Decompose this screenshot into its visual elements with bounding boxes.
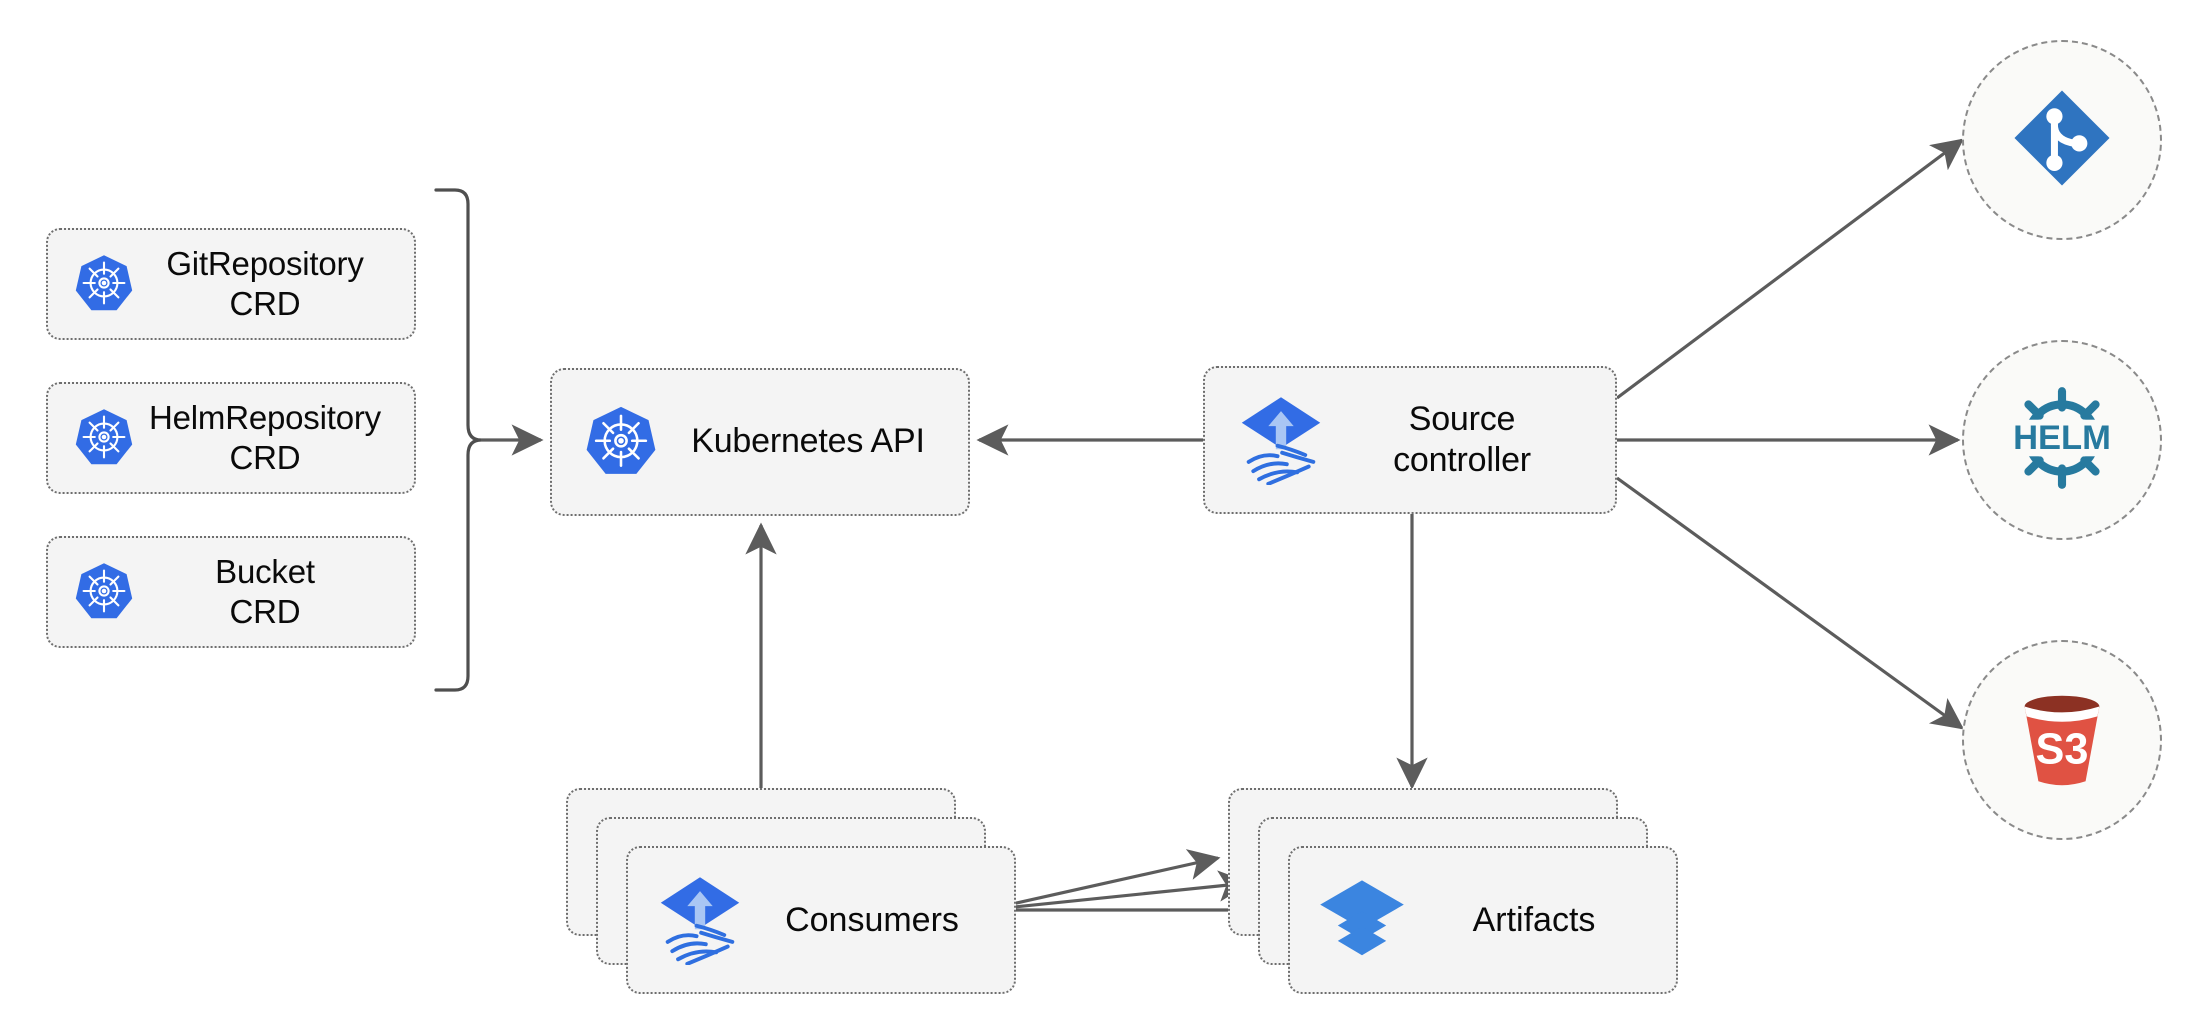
kubernetes-api-label: Kubernetes API <box>691 422 925 461</box>
crd-card-label: GitRepository CRD <box>166 244 364 322</box>
crd-card-label: HelmRepository CRD <box>149 398 381 476</box>
edge-consumers-to-artifacts-2 <box>984 870 1251 912</box>
crd-card-helmrepository[interactable]: HelmRepository CRD <box>46 382 416 494</box>
kubernetes-icon <box>578 399 664 485</box>
git-icon <box>2008 84 2116 197</box>
consumers-node[interactable]: Consumers <box>626 846 1016 994</box>
s3-label: S3 <box>2036 725 2089 773</box>
helm-target-circle[interactable]: HELM <box>1962 340 2162 540</box>
artifacts-label: Artifacts <box>1472 900 1596 939</box>
s3-target-circle[interactable]: S3 <box>1962 640 2162 840</box>
crd-card-bucket[interactable]: Bucket CRD <box>46 536 416 648</box>
source-controller-node[interactable]: Source controller <box>1203 366 1617 514</box>
artifacts-node[interactable]: Artifacts <box>1288 846 1678 994</box>
source-controller-label: Source controller <box>1393 399 1531 479</box>
helm-label: HELM <box>2013 419 2111 457</box>
kubernetes-api-node[interactable]: Kubernetes API <box>550 368 970 516</box>
flux-icon <box>654 874 746 966</box>
consumers-label: Consumers <box>785 900 959 939</box>
kubernetes-icon <box>68 556 140 628</box>
flux-icon <box>1235 394 1327 486</box>
crd-card-gitrepository[interactable]: GitRepository CRD <box>46 228 416 340</box>
helm-icon: HELM <box>2001 377 2123 504</box>
crd-group-bracket <box>434 188 482 692</box>
crd-card-label: Bucket CRD <box>215 552 315 630</box>
git-target-circle[interactable] <box>1962 40 2162 240</box>
edge-source-controller-to-git <box>1616 138 1965 400</box>
edge-consumers-to-artifacts-1 <box>984 849 1221 912</box>
s3-bucket-icon: S3 <box>2003 679 2121 802</box>
kubernetes-icon <box>68 402 140 474</box>
kubernetes-icon <box>68 248 140 320</box>
layers-icon <box>1316 874 1408 966</box>
edge-source-controller-to-s3 <box>1616 476 1965 730</box>
